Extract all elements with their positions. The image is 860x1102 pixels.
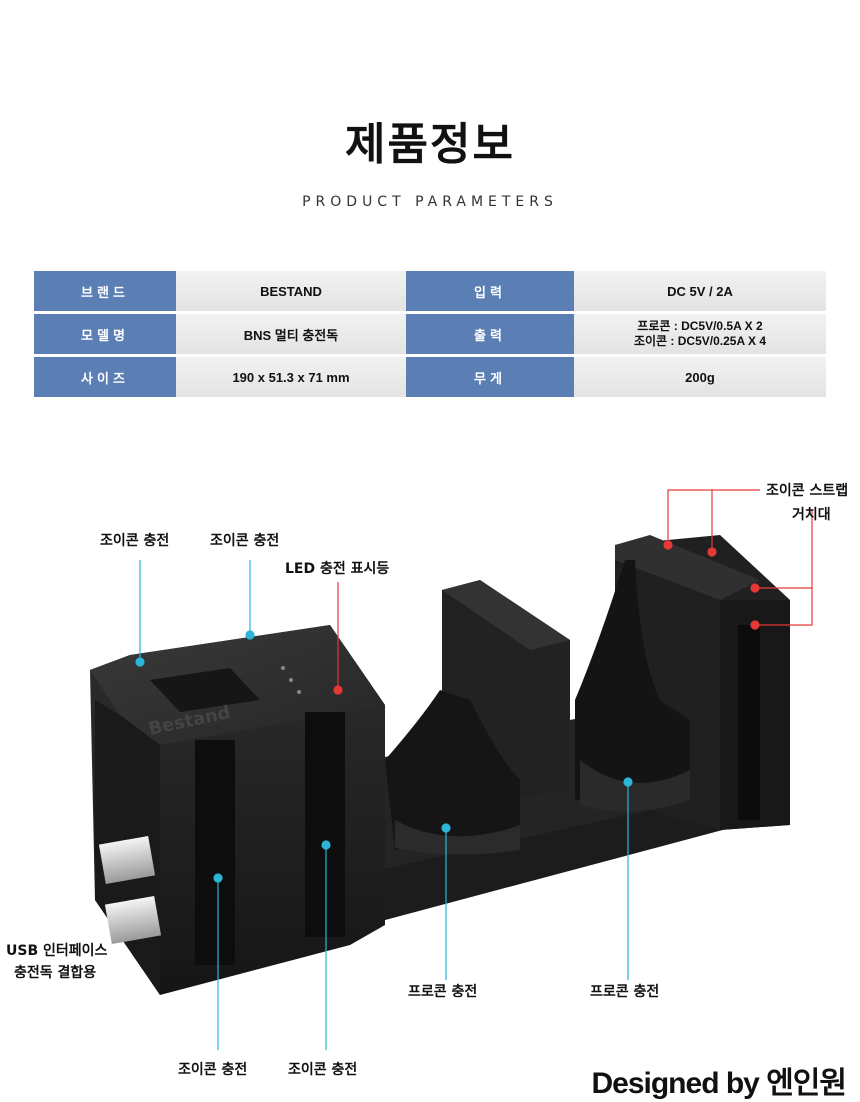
- joycon-rail-left: [195, 740, 235, 965]
- spec-value-brand: BESTAND: [176, 271, 406, 311]
- blue-leader-lines: [135, 560, 633, 1050]
- middle-tower-top: [442, 580, 570, 650]
- usb-plug-bottom: [104, 895, 162, 945]
- middle-cradle: [385, 690, 520, 850]
- red-leader-lines: [333, 489, 813, 695]
- led-dot: [289, 678, 293, 682]
- label-strap-holder-line2: 거치대: [792, 507, 831, 523]
- middle-cradle-lip: [395, 820, 520, 855]
- label-strap-holder-line1: 조이콘 스트랩: [766, 483, 849, 499]
- spec-output-joycon: 조이콘 : DC5V/0.25A X 4: [633, 334, 767, 348]
- label-usb-line1: USB 인터페이스: [6, 943, 108, 959]
- right-tower-top: [615, 535, 760, 600]
- table-row: 모델명 BNS 멀티 충전독 출력 프로콘 : DC5V/0.5A X 2 조이…: [34, 314, 826, 354]
- right-cradle: [575, 560, 690, 800]
- right-rail: [738, 625, 760, 820]
- spec-value-model: BNS 멀티 충전독: [176, 314, 406, 354]
- designer-signature: Designed by 엔인원: [591, 1067, 847, 1100]
- label-procon-charge-left: 프로콘 충전: [408, 984, 478, 1000]
- led-dot: [281, 666, 285, 670]
- spec-key-size: 사이즈: [34, 357, 176, 397]
- spec-key-input: 입력: [406, 271, 574, 311]
- spec-value-weight: 200g: [574, 357, 826, 397]
- spec-table: 브랜드 BESTAND 입력 DC 5V / 2A 모델명 BNS 멀티 충전독…: [34, 268, 826, 400]
- page-title: 제품정보: [345, 119, 515, 170]
- spec-key-output: 출력: [406, 314, 574, 354]
- left-block-well: [150, 668, 260, 712]
- page-subtitle: PRODUCT PARAMETERS: [302, 194, 558, 210]
- table-row: 사이즈 190 x 51.3 x 71 mm 무게 200g: [34, 357, 826, 397]
- label-joycon-charge-top-left: 조이콘 충전: [100, 533, 170, 549]
- label-led-indicator: LED 충전 표시등: [285, 561, 390, 577]
- spec-key-brand: 브랜드: [34, 271, 176, 311]
- table-row: 브랜드 BESTAND 입력 DC 5V / 2A: [34, 271, 826, 311]
- joycon-rail-right: [305, 712, 345, 937]
- spec-key-weight: 무게: [406, 357, 574, 397]
- label-joycon-charge-bottom-left: 조이콘 충전: [178, 1062, 248, 1078]
- spec-value-output: 프로콘 : DC5V/0.5A X 2 조이콘 : DC5V/0.25A X 4: [574, 314, 826, 354]
- right-cradle-lip: [580, 760, 690, 812]
- spec-value-size: 190 x 51.3 x 71 mm: [176, 357, 406, 397]
- spec-key-model: 모델명: [34, 314, 176, 354]
- spec-value-input: DC 5V / 2A: [574, 271, 826, 311]
- label-usb-line2: 충전독 결합용: [14, 965, 97, 981]
- usb-plug-top: [98, 835, 156, 885]
- label-joycon-charge-top-right: 조이콘 충전: [210, 533, 280, 549]
- spec-output-procon: 프로콘 : DC5V/0.5A X 2: [637, 319, 763, 333]
- label-joycon-charge-bottom-right: 조이콘 충전: [288, 1062, 358, 1078]
- led-dot: [297, 690, 301, 694]
- label-procon-charge-right: 프로콘 충전: [590, 984, 660, 1000]
